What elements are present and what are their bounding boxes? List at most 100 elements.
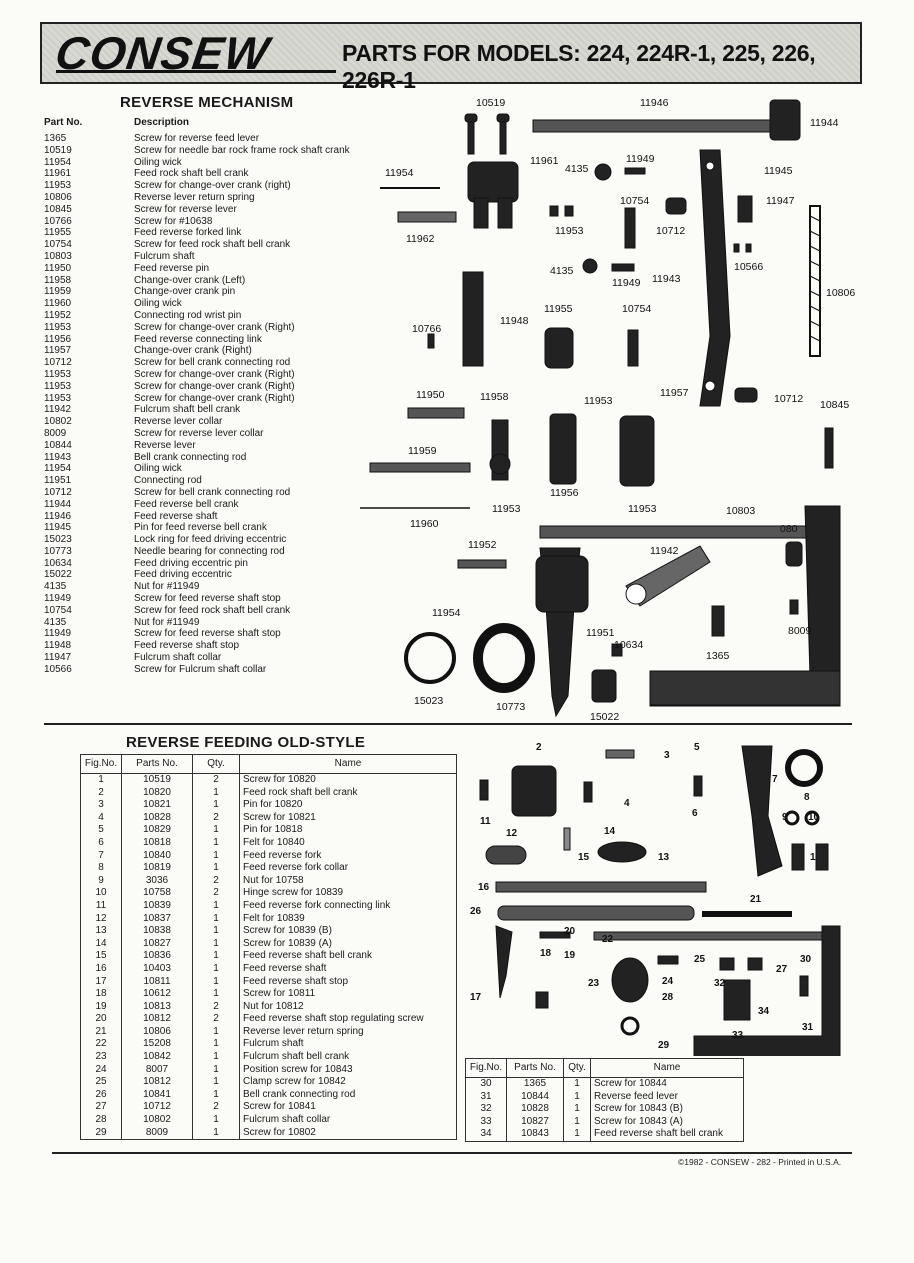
parts-no-header-2: Parts No. xyxy=(506,1058,564,1078)
part-description: Change-over crank (Right) xyxy=(134,345,252,357)
figure-label: 31 xyxy=(802,1022,814,1033)
figure-label: 17 xyxy=(470,992,482,1003)
part-description: Bell crank connecting rod xyxy=(134,451,247,463)
cell-fig: 32 xyxy=(465,1103,507,1116)
callout-label: 11943 xyxy=(652,273,681,285)
figure-label: 19 xyxy=(564,950,576,961)
cell-no: 10802 xyxy=(121,1114,193,1127)
old-style-title: REVERSE FEEDING OLD-STYLE xyxy=(126,734,366,751)
part-number: 11953 xyxy=(44,380,72,392)
part-number: 15023 xyxy=(44,534,72,546)
cell-name: Screw for 10844 xyxy=(590,1077,744,1091)
callout-label: 11949 xyxy=(626,153,655,165)
cell-qty: 1 xyxy=(192,950,240,963)
part-number: 11951 xyxy=(44,475,72,487)
figure-label: 23 xyxy=(588,978,600,989)
figure-label: 1 xyxy=(810,852,816,863)
cell-name: Feed reverse shaft bell crank xyxy=(239,950,457,963)
cell-fig: 30 xyxy=(465,1077,507,1091)
cell-fig: 25 xyxy=(80,1076,122,1089)
cell-no: 10837 xyxy=(121,912,193,926)
part-number: 11949 xyxy=(44,593,72,605)
part-description: Reverse lever return spring xyxy=(134,191,255,203)
parts-no-header: Parts No. xyxy=(121,754,193,774)
part-description: Feed driving eccentric pin xyxy=(134,557,248,569)
figure-label: 9 xyxy=(782,812,788,823)
cell-name: Bell crank connecting rod xyxy=(239,1088,457,1102)
cell-fig: 1 xyxy=(80,773,122,787)
cell-qty: 2 xyxy=(192,1013,240,1026)
copyright-footer: ©1982 - CONSEW - 282 - Printed in U.S.A. xyxy=(678,1157,842,1167)
cell-no: 10828 xyxy=(121,811,193,825)
part-number: 11953 xyxy=(44,392,72,404)
part-description: Feed reverse pin xyxy=(134,262,210,274)
part-description: Lock ring for feed driving eccentric xyxy=(134,534,287,546)
cell-qty: 2 xyxy=(192,1101,240,1115)
part-description: Feed reverse shaft xyxy=(134,510,218,522)
cell-no: 10840 xyxy=(121,849,193,863)
models-title: PARTS FOR MODELS: 224, 224R-1, 225, 226,… xyxy=(342,40,816,93)
figure-label: 18 xyxy=(540,948,552,959)
part-number: 10803 xyxy=(44,250,72,262)
cell-qty: 1 xyxy=(192,1025,240,1039)
part-description: Feed reverse connecting link xyxy=(134,333,262,345)
callout-label: 4135 xyxy=(550,265,574,277)
cell-name: Hinge screw for 10839 xyxy=(239,887,457,900)
figure-label: 34 xyxy=(758,1006,770,1017)
part-description: Screw for reverse lever xyxy=(134,203,237,215)
cell-fig: 6 xyxy=(80,836,122,850)
callout-label: 11961 xyxy=(530,155,559,167)
cell-no: 3036 xyxy=(121,874,193,888)
description-header: Description xyxy=(134,117,190,128)
figure-label: 21 xyxy=(750,894,762,905)
cell-qty: 1 xyxy=(192,1076,240,1089)
part-number: 11949 xyxy=(44,628,72,640)
cell-no: 8009 xyxy=(121,1126,193,1141)
cell-name: Screw for 10843 (A) xyxy=(590,1115,744,1129)
callout-label: 11956 xyxy=(550,487,579,499)
cell-fig: 20 xyxy=(80,1013,122,1026)
callout-label: 11953 xyxy=(492,503,521,515)
part-description: Screw for feed rock shaft bell crank xyxy=(134,239,291,251)
cell-no: 10820 xyxy=(121,786,193,800)
callout-label: 8009 xyxy=(788,625,812,637)
figure-label: 3 xyxy=(664,750,670,761)
cell-no: 10712 xyxy=(121,1101,193,1115)
callout-label: 10712 xyxy=(774,393,803,405)
cell-name: Position screw for 10843 xyxy=(239,1063,457,1077)
cell-name: Screw for 10820 xyxy=(239,773,457,787)
part-number: 10566 xyxy=(44,663,72,675)
cell-fig: 34 xyxy=(465,1128,507,1142)
cell-name: Screw for 10802 xyxy=(239,1126,457,1141)
part-number: 4135 xyxy=(44,581,67,593)
part-number: 11952 xyxy=(44,309,72,321)
part-number: 11955 xyxy=(44,227,72,239)
name-header: Name xyxy=(239,754,457,774)
part-description: Screw for change-over crank (Right) xyxy=(134,380,295,392)
cell-fig: 18 xyxy=(80,988,122,1001)
part-description: Screw for #10638 xyxy=(134,215,213,227)
callout-label: 11947 xyxy=(766,195,795,207)
cell-no: 1365 xyxy=(506,1077,564,1091)
part-number: 10712 xyxy=(44,486,72,498)
figure-label: 22 xyxy=(602,934,614,945)
cell-fig: 33 xyxy=(465,1115,507,1129)
part-description: Connecting rod xyxy=(134,475,202,487)
cell-fig: 10 xyxy=(80,887,122,900)
callout-label: 10773 xyxy=(496,701,525,713)
cell-qty: 2 xyxy=(192,811,240,825)
cell-name: Feed reverse shaft stop xyxy=(239,975,457,989)
